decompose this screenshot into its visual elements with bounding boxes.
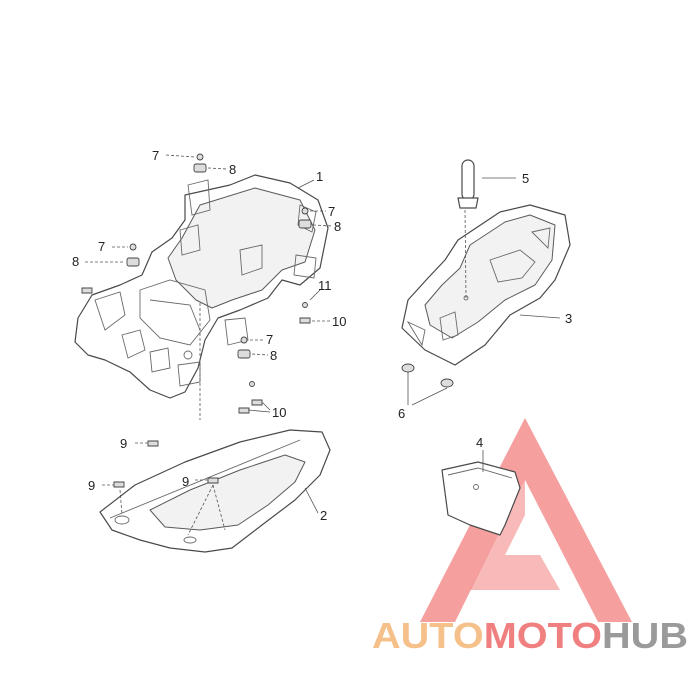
callout-7-right: 7: [328, 204, 335, 219]
callout-1: 1: [316, 169, 323, 184]
screw-9-c: [207, 477, 219, 484]
callout-3: 3: [565, 311, 572, 326]
washer-11: [302, 302, 308, 308]
callout-9-a: 9: [120, 436, 127, 451]
part-3-fender-housing: [401, 204, 571, 366]
part-2-inner-surface: [149, 454, 306, 531]
callouts: 1 2 3 4 5 6 7 8 7 8 7 8 7 8 11 10 10 9 9…: [72, 148, 572, 523]
watermark-triangle-inner: [470, 480, 560, 590]
watermark-hub: HUB: [602, 615, 688, 656]
callout-10-right: 10: [332, 314, 346, 329]
washer-7-right: [301, 207, 309, 215]
nut-8-left: [126, 257, 140, 267]
callout-8-left: 8: [72, 254, 79, 269]
callout-9-b: 9: [88, 478, 95, 493]
callout-4: 4: [476, 435, 483, 450]
callout-11: 11: [318, 278, 332, 293]
part-1-under-tray: [74, 174, 329, 399]
part-3-inner-surface: [424, 214, 556, 339]
screw-10-lower-b: [251, 399, 263, 406]
screw-9-a: [147, 440, 159, 447]
callout-6: 6: [398, 406, 405, 421]
callout-8-top: 8: [229, 162, 236, 177]
part-6-grommet-right: [440, 378, 454, 388]
part-5-strap: [457, 159, 479, 209]
washer-7-left: [129, 243, 137, 251]
part-1-inner-surface: [167, 187, 316, 309]
nut-8-lower: [237, 349, 251, 359]
part-1-left-box: [139, 279, 211, 346]
watermark-triangle-outer: [420, 418, 632, 622]
callout-9-c: 9: [182, 474, 189, 489]
leader-lines: [85, 154, 561, 536]
screw-9-b: [113, 481, 125, 488]
watermark-moto: MOTO: [484, 615, 602, 656]
part-5-loop: [461, 159, 475, 201]
part-6-grommets: [401, 363, 454, 388]
fasteners: [81, 153, 312, 488]
nut-8-top: [193, 163, 207, 173]
clip-left: [81, 287, 93, 294]
washer-7-top: [196, 153, 204, 161]
screw-10-lower-a: [238, 407, 250, 414]
screw-10-right: [299, 317, 311, 324]
callout-5: 5: [522, 171, 529, 186]
washer-7-lower: [240, 336, 248, 344]
watermark-auto: AUTO: [372, 615, 484, 656]
callout-2: 2: [320, 508, 327, 523]
nut-8-right: [298, 219, 312, 229]
callout-7-top: 7: [152, 148, 159, 163]
callout-8-lower: 8: [270, 348, 277, 363]
watermark-logo: [420, 418, 632, 622]
callout-7-left: 7: [98, 239, 105, 254]
callout-7-lower: 7: [266, 332, 273, 347]
callout-8-right: 8: [334, 219, 341, 234]
part-4-body: [441, 461, 521, 536]
part-6-grommet-left: [401, 363, 415, 373]
part-4-panel: [441, 461, 521, 536]
callout-10-lower: 10: [272, 405, 286, 420]
